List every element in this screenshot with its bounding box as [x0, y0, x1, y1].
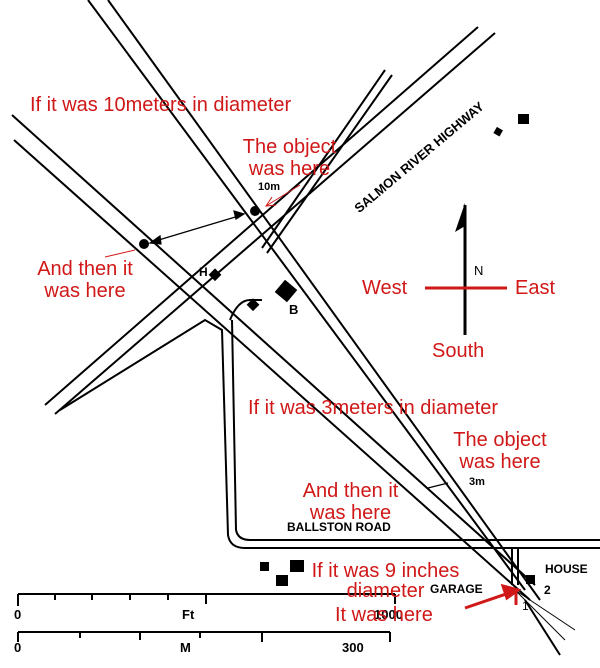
compass-rose: [425, 203, 507, 335]
ballston-road-label: BALLSTON ROAD: [287, 520, 391, 534]
highway-edge-1: [44, 26, 479, 406]
scale-ft-start: 0: [14, 607, 22, 622]
annotation-3m-title: If it was 3meters in diameter: [248, 397, 499, 419]
ballston-road-inner: [231, 319, 600, 541]
object-10m-pos1: [250, 206, 260, 216]
point-2-label: 2: [544, 583, 551, 597]
scale-m-label: M: [180, 640, 191, 655]
marker-h-label: H: [199, 265, 208, 279]
spur-edge-2: [266, 74, 393, 254]
scale-ft-label: Ft: [182, 607, 195, 622]
nw-road-edge-1: [11, 114, 536, 586]
ballston-road-outer: [59, 318, 600, 549]
scale-m-start: 0: [14, 640, 22, 655]
spur-edge-1: [261, 69, 386, 249]
compass-north: N: [474, 263, 484, 278]
object-10m-pos2: [139, 239, 149, 249]
marker-10m-label: 10m: [258, 181, 281, 193]
scale-m-end: 300: [342, 640, 364, 655]
nw-road-edge-2: [13, 139, 531, 601]
n-road-edge-2: [107, 0, 541, 601]
annotation-10m-title: If it was 10meters in diameter: [30, 94, 292, 116]
scale-bars: [17, 593, 396, 642]
ballston-road-inner-top: [229, 299, 262, 321]
marker-3m-label: 3m: [469, 476, 485, 488]
compass-south: South: [432, 340, 485, 362]
house-label: HOUSE: [545, 562, 588, 576]
marker-b-label: B: [289, 302, 299, 317]
compass-east: East: [515, 277, 556, 299]
point-1-label: 1: [522, 599, 529, 613]
annotation-9in-here: It was here: [335, 604, 433, 626]
highway-edge-2: [54, 32, 496, 415]
scale-ft-end: 1000: [374, 607, 403, 622]
n-road-edge-1: [87, 0, 526, 591]
garage-label: GARAGE: [430, 582, 483, 596]
compass-west: West: [362, 277, 408, 299]
